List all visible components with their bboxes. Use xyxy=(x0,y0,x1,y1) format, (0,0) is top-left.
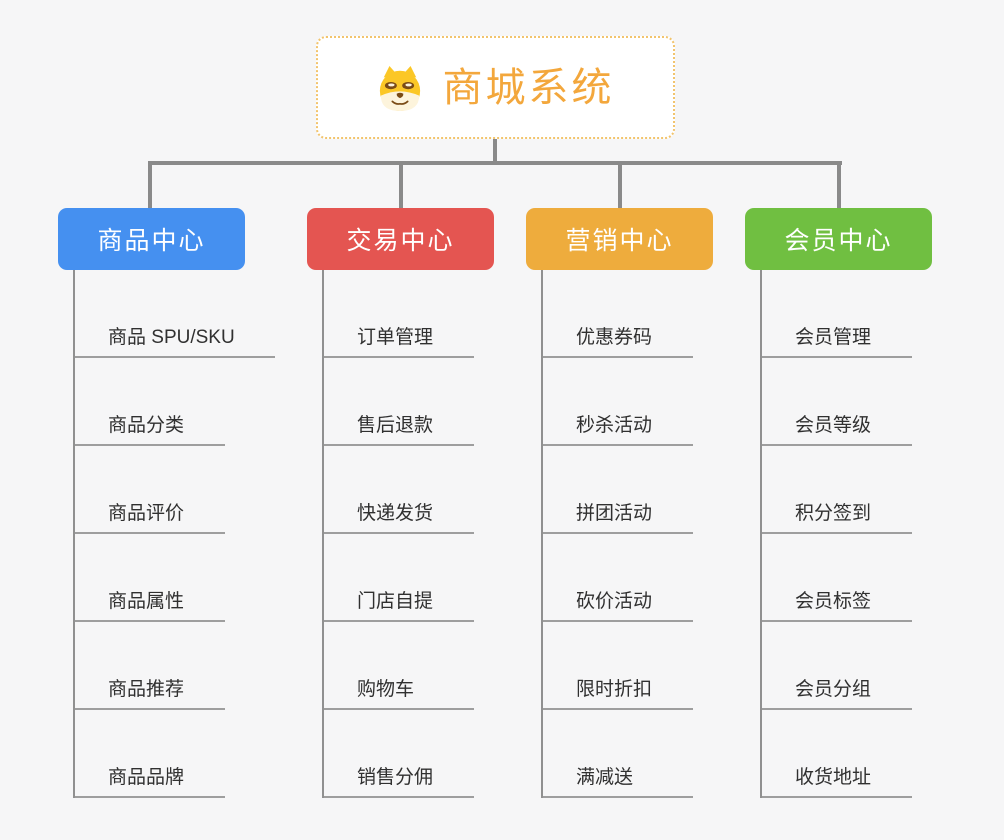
mindmap-node[interactable]: 会员分组 xyxy=(762,622,912,710)
connector-drop-product xyxy=(148,165,152,208)
mindmap-node[interactable]: 优惠券码 xyxy=(543,270,693,358)
node-label: 商品属性 xyxy=(108,591,185,612)
branch-product-center: 商品中心 商品 SPU/SKU 商品分类 商品评价 商品属性 商品推荐 商品品牌 xyxy=(58,208,275,798)
node-label: 订单管理 xyxy=(357,327,434,348)
mindmap-node[interactable]: 商品分类 xyxy=(75,358,225,446)
node-label: 限时折扣 xyxy=(576,679,653,700)
branch-marketing-center: 营销中心 优惠券码 秒杀活动 拼团活动 砍价活动 限时折扣 满减送 xyxy=(526,208,713,798)
mindmap-node[interactable]: 会员管理 xyxy=(762,270,912,358)
mindmap-node[interactable]: 积分签到 xyxy=(762,446,912,534)
mindmap-node[interactable]: 秒杀活动 xyxy=(543,358,693,446)
node-label: 收货地址 xyxy=(795,767,872,788)
mindmap-node[interactable]: 商品属性 xyxy=(75,534,225,622)
connector-horizontal xyxy=(148,161,842,165)
node-label: 积分签到 xyxy=(795,503,872,524)
branch-items-trade-center: 订单管理 售后退款 快递发货 门店自提 购物车 销售分佣 xyxy=(322,270,474,798)
node-label: 会员标签 xyxy=(795,591,872,612)
node-label: 拼团活动 xyxy=(576,503,653,524)
node-label: 快递发货 xyxy=(357,503,434,524)
node-label: 商品推荐 xyxy=(108,679,185,700)
node-label: 满减送 xyxy=(576,767,634,788)
mindmap-node[interactable]: 订单管理 xyxy=(324,270,474,358)
connector-drop-marketing xyxy=(618,165,622,208)
branch-label: 营销中心 xyxy=(565,227,674,255)
node-label: 销售分佣 xyxy=(357,767,434,788)
mindmap-node[interactable]: 商品评价 xyxy=(75,446,225,534)
mindmap-node[interactable]: 满减送 xyxy=(543,710,693,798)
mindmap-node[interactable]: 限时折扣 xyxy=(543,622,693,710)
branch-header-trade-center[interactable]: 交易中心 xyxy=(307,208,494,270)
mindmap-node[interactable]: 快递发货 xyxy=(324,446,474,534)
node-label: 购物车 xyxy=(357,679,415,700)
root-node[interactable]: 商城系统 xyxy=(316,36,675,139)
node-label: 会员等级 xyxy=(795,415,872,436)
branch-header-marketing-center[interactable]: 营销中心 xyxy=(526,208,713,270)
mindmap-node[interactable]: 商品推荐 xyxy=(75,622,225,710)
root-title: 商城系统 xyxy=(442,65,615,110)
node-label: 砍价活动 xyxy=(576,591,653,612)
branch-label: 商品中心 xyxy=(97,227,206,255)
mindmap-node[interactable]: 购物车 xyxy=(324,622,474,710)
branch-member-center: 会员中心 会员管理 会员等级 积分签到 会员标签 会员分组 收货地址 xyxy=(745,208,932,798)
branch-items-member-center: 会员管理 会员等级 积分签到 会员标签 会员分组 收货地址 xyxy=(760,270,912,798)
node-label: 商品评价 xyxy=(108,503,185,524)
node-label: 商品品牌 xyxy=(108,767,185,788)
mindmap-node[interactable]: 会员等级 xyxy=(762,358,912,446)
doge-icon xyxy=(379,65,420,111)
branch-header-member-center[interactable]: 会员中心 xyxy=(745,208,932,270)
connector-root-stub xyxy=(493,139,497,163)
node-label: 售后退款 xyxy=(357,415,434,436)
mindmap-node[interactable]: 拼团活动 xyxy=(543,446,693,534)
connector-drop-member xyxy=(837,165,841,208)
branch-header-product-center[interactable]: 商品中心 xyxy=(58,208,245,270)
mindmap-node[interactable]: 会员标签 xyxy=(762,534,912,622)
node-label: 商品 SPU/SKU xyxy=(108,327,235,348)
branch-items-marketing-center: 优惠券码 秒杀活动 拼团活动 砍价活动 限时折扣 满减送 xyxy=(541,270,693,798)
branch-items-product-center: 商品 SPU/SKU 商品分类 商品评价 商品属性 商品推荐 商品品牌 xyxy=(73,270,275,798)
node-label: 会员分组 xyxy=(795,679,872,700)
mindmap-node[interactable]: 商品 SPU/SKU xyxy=(75,270,275,358)
connector-drop-trade xyxy=(399,165,403,208)
mindmap-node[interactable]: 销售分佣 xyxy=(324,710,474,798)
node-label: 会员管理 xyxy=(795,327,872,348)
node-label: 商品分类 xyxy=(108,415,185,436)
mindmap-node[interactable]: 收货地址 xyxy=(762,710,912,798)
node-label: 优惠券码 xyxy=(576,327,653,348)
branch-trade-center: 交易中心 订单管理 售后退款 快递发货 门店自提 购物车 销售分佣 xyxy=(307,208,494,798)
branch-label: 交易中心 xyxy=(346,227,455,255)
branch-label: 会员中心 xyxy=(784,227,893,255)
mindmap-node[interactable]: 商品品牌 xyxy=(75,710,225,798)
mindmap-node[interactable]: 售后退款 xyxy=(324,358,474,446)
mindmap-node[interactable]: 砍价活动 xyxy=(543,534,693,622)
node-label: 门店自提 xyxy=(357,591,434,612)
node-label: 秒杀活动 xyxy=(576,415,653,436)
mindmap-node[interactable]: 门店自提 xyxy=(324,534,474,622)
